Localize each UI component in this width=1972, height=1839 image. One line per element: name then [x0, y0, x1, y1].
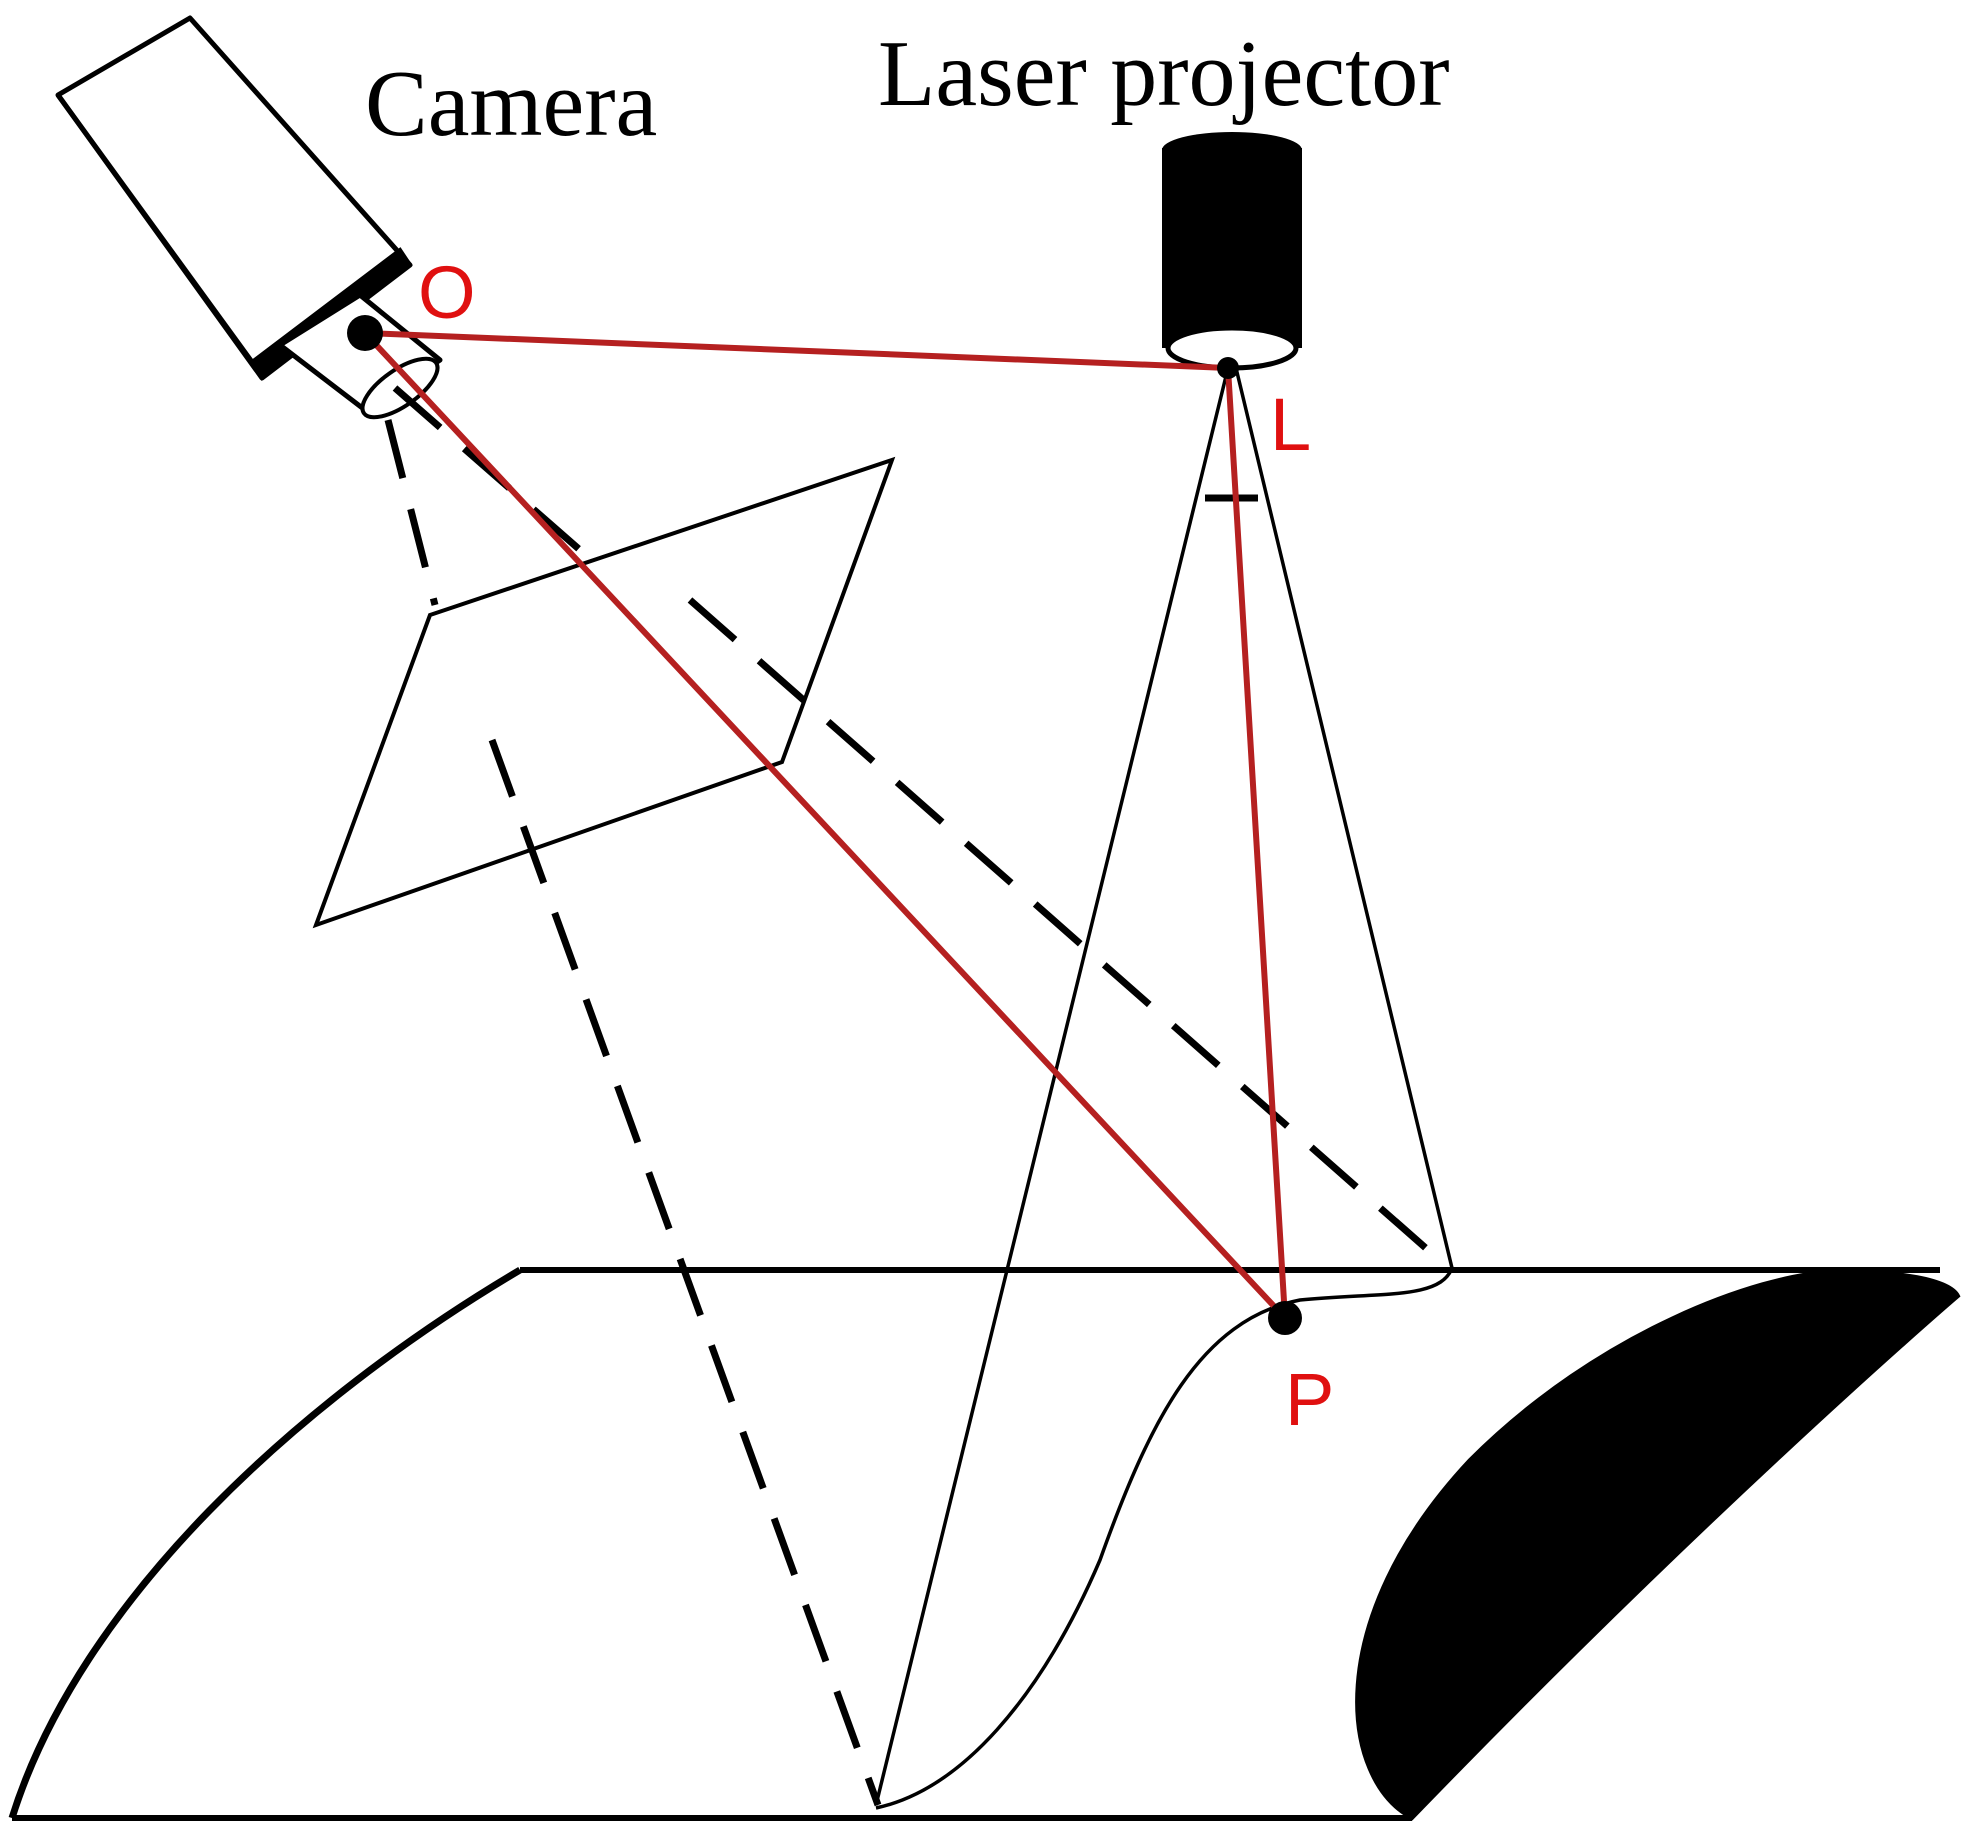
point-o-marker: [347, 315, 383, 351]
pipe-opening: [1355, 1269, 1961, 1821]
ray-l-to-p: [1225, 365, 1288, 1321]
camera-fov-line-left: [384, 419, 439, 606]
pipe-surface: [8, 1266, 1940, 1821]
laser-projector-label: Laser projector: [878, 22, 1450, 126]
point-p-label: P: [1285, 1358, 1334, 1441]
camera-fov-line-right-lower: [687, 597, 1448, 1268]
ray-o-to-l: [362, 330, 1231, 371]
camera-label: Camera: [365, 52, 657, 156]
point-l-label: L: [1270, 383, 1311, 466]
laser-fan-right-edge: [1234, 367, 1454, 1269]
laser-projector-top: [1162, 132, 1302, 168]
camera-fov-lines: [384, 385, 1448, 1807]
image-plane: [312, 456, 896, 929]
ray-o-to-p: [362, 330, 1288, 1321]
laser-projector-body: [1162, 148, 1302, 348]
camera-fov-line-right: [392, 385, 583, 553]
point-l-marker: [1217, 357, 1239, 379]
camera-icon: [55, 15, 443, 420]
pipe-left-edge: [8, 1266, 522, 1820]
laser-projector-icon: [1162, 132, 1302, 371]
laser-fan: [874, 367, 1454, 1806]
laser-fan-left-edge: [874, 367, 1230, 1806]
laser-stripe-curve: [875, 1267, 1454, 1810]
triangulation-rays: [362, 330, 1288, 1321]
point-p-marker: [1268, 1301, 1302, 1335]
point-o-label: O: [418, 251, 476, 334]
